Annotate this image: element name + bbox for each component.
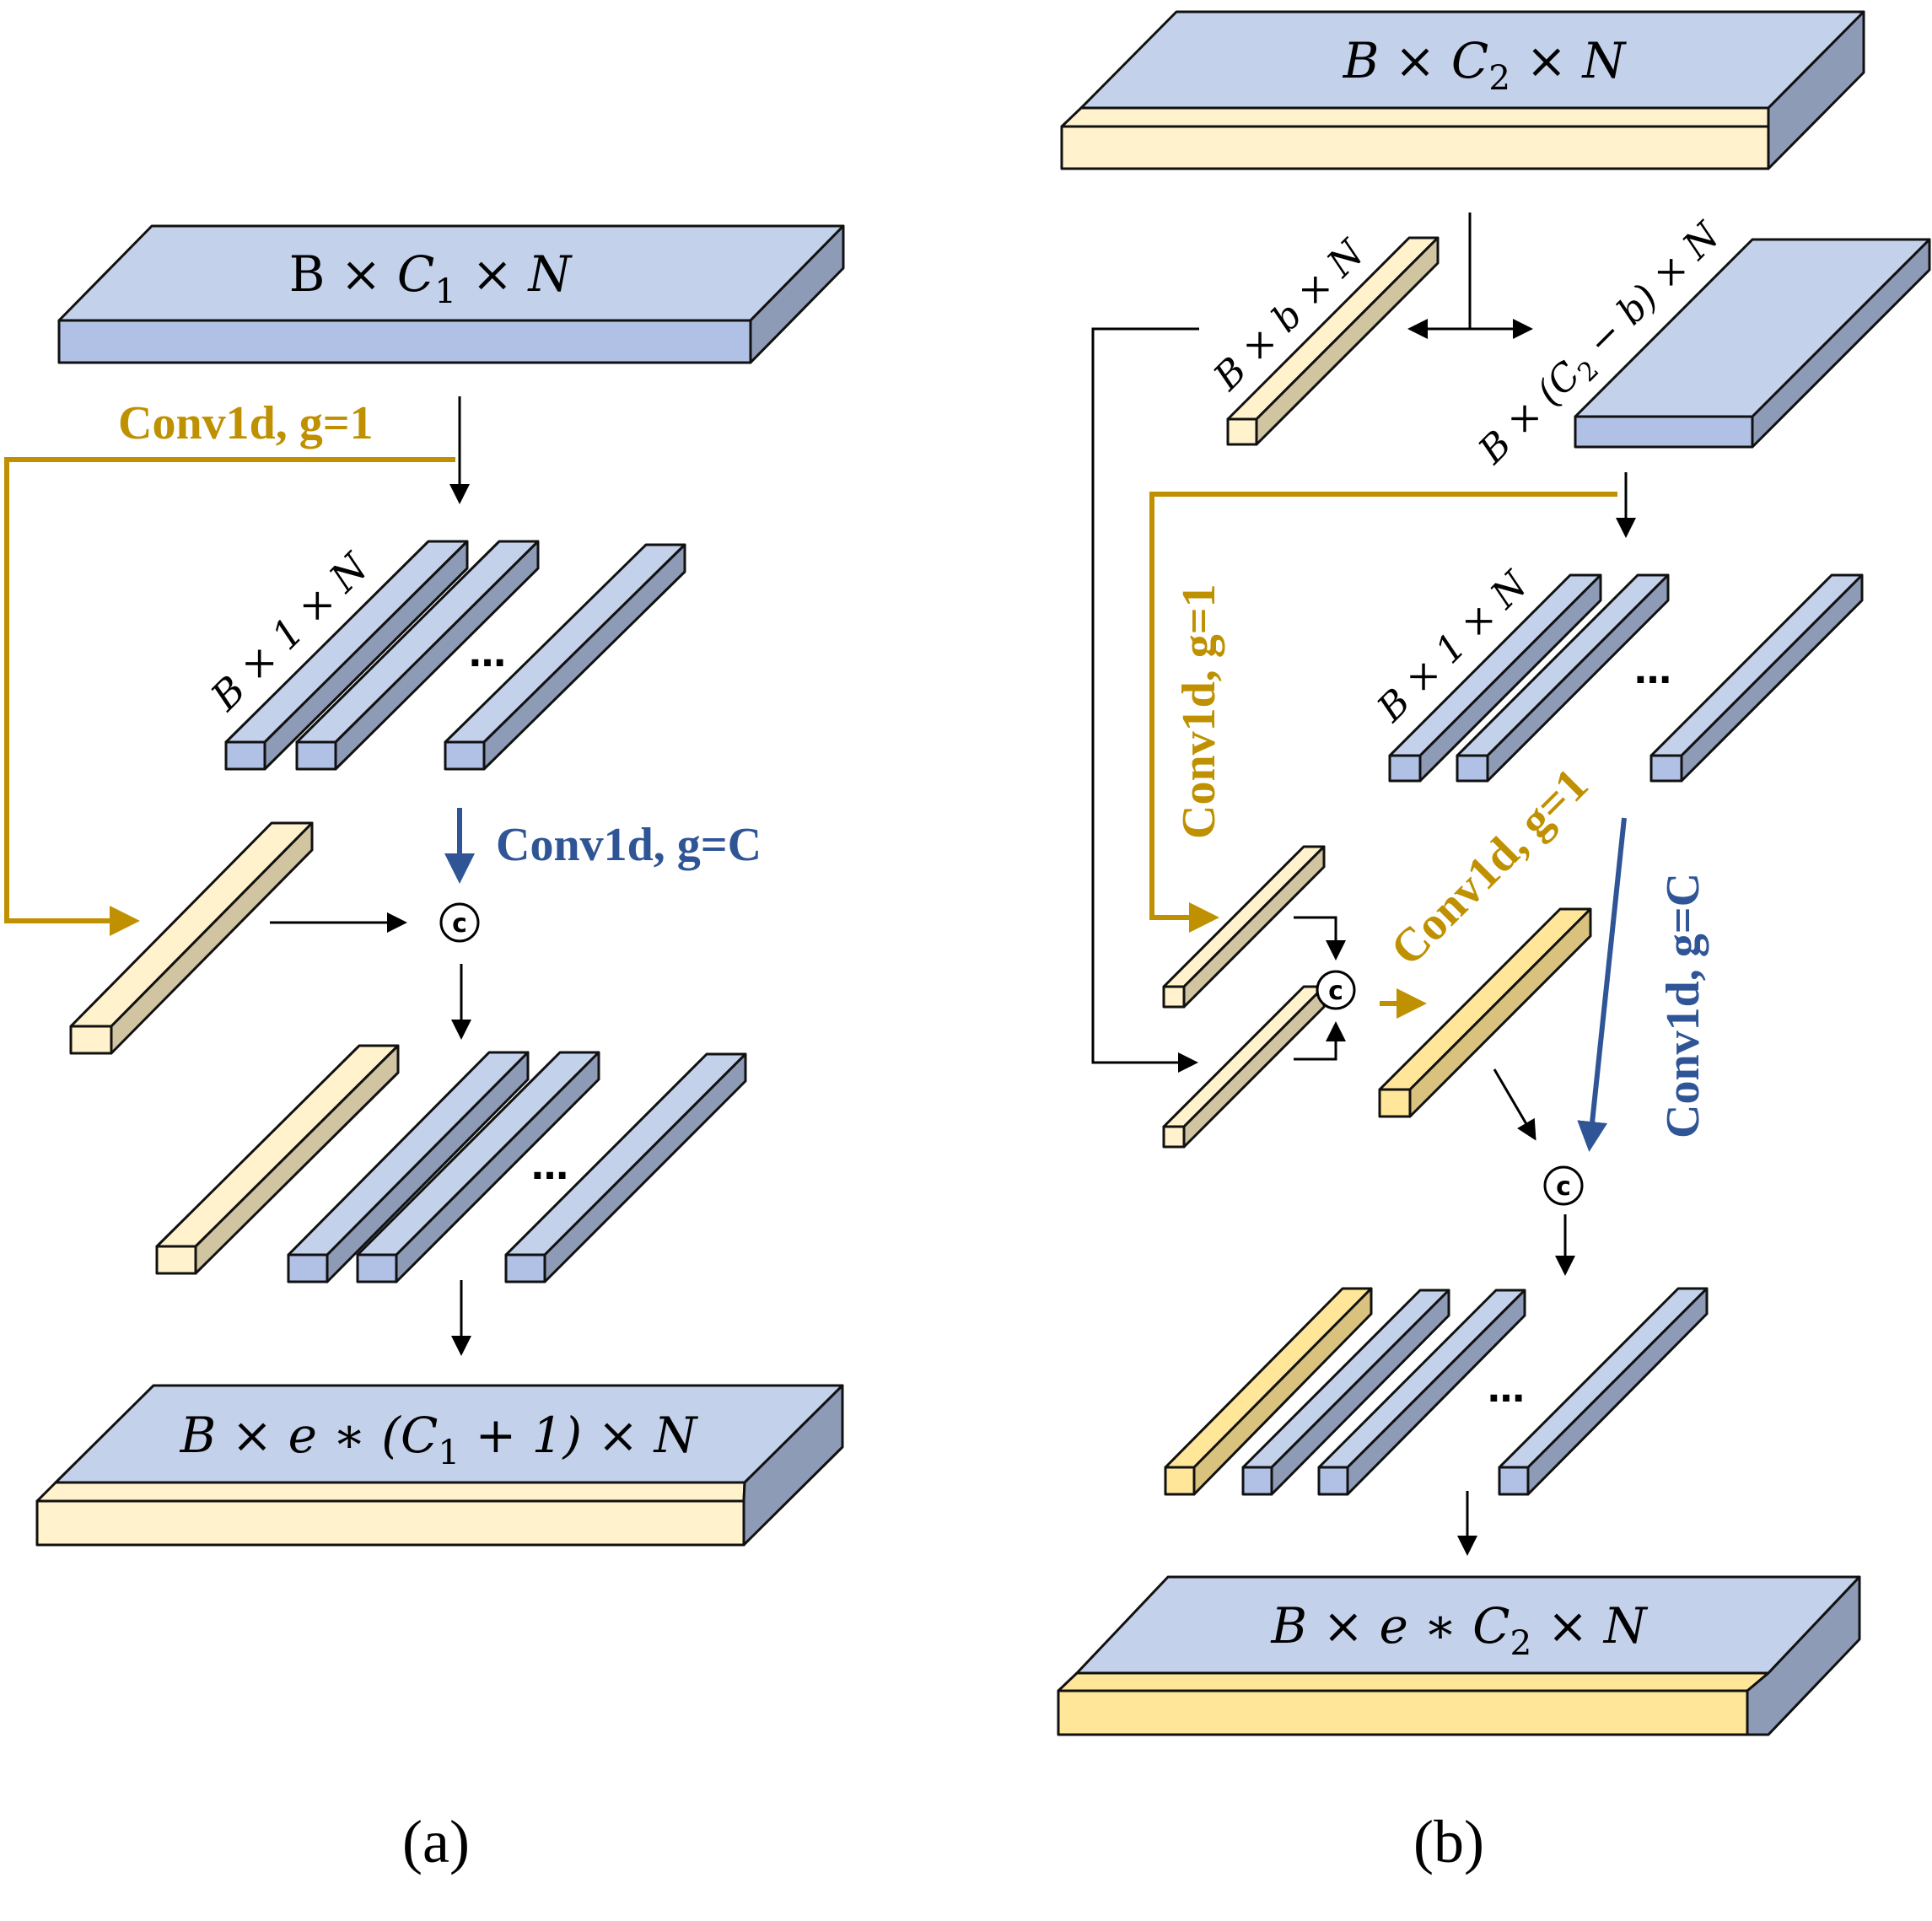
concat-bar-blue [356, 1051, 600, 1283]
arrow-b-concat-bottom [1294, 1021, 1346, 1061]
output-tensor-a [35, 1384, 844, 1547]
conv-g1-path-a [4, 457, 455, 936]
concat-bar-blue [287, 1051, 530, 1283]
cream-bar-a [69, 821, 314, 1055]
small-bar-lower [1162, 985, 1326, 1149]
slice-bar [1649, 573, 1864, 783]
concat-bar-blue [1317, 1289, 1526, 1496]
concat-bar-blue [504, 1052, 747, 1283]
svg-text:c: c [1556, 1172, 1571, 1202]
slice-bars-b [1388, 573, 1864, 783]
small-bar-upper [1162, 845, 1326, 1009]
slice-bars-a [224, 540, 686, 771]
concat-bar-blue [1498, 1287, 1709, 1496]
concat-bar-yellow [1164, 1287, 1373, 1496]
ellipsis-a-1: … [469, 632, 506, 675]
split-large-b [1574, 238, 1931, 449]
output-tensor-b [1057, 1575, 1861, 1736]
caption-b: (b) [1413, 1808, 1484, 1875]
concat-node-b-2: c [1543, 1165, 1584, 1206]
concat-bars-b [1164, 1287, 1709, 1496]
slice-bar [444, 543, 686, 771]
slice-bar [224, 540, 469, 771]
output-tensor-b-label: B × e ∗ C2 × N [1270, 1597, 1648, 1663]
conv-g1-path-b [1149, 492, 1617, 933]
arrow-b-concat-top [1294, 916, 1346, 960]
conv-g1-label-a: Conv1d, g=1 [118, 397, 374, 449]
input-tensor-b-label: B × C2 × N [1343, 32, 1628, 98]
conv-gc-label-a: Conv1d, g=C [496, 819, 761, 871]
conv-gc-vertical-label-b: Conv1d, g=C [1657, 873, 1709, 1138]
conv-gc-arrow-b [1577, 817, 1627, 1152]
slice-bar [1456, 573, 1670, 783]
caption-a: (a) [402, 1808, 470, 1875]
small-bars-b [1162, 845, 1326, 1149]
arrow-b-2 [1493, 1068, 1536, 1141]
input-tensor-a-label: B × C1 × N [289, 245, 573, 311]
panel-a: B × C1 × N Conv1d, g=1 B × 1 × [4, 224, 845, 1875]
concat-bars-a [155, 1044, 747, 1283]
ellipsis-b-1: … [1634, 649, 1671, 692]
input-tensor-b [1060, 10, 1865, 170]
bypass-path-b [1091, 327, 1199, 1073]
input-tensor-a [57, 224, 845, 364]
svg-text:c: c [452, 909, 467, 939]
slice-bar [295, 540, 540, 771]
slice-bar [1388, 573, 1602, 783]
concat-bar-blue [1241, 1289, 1450, 1496]
concat-bar-cream [155, 1044, 400, 1275]
conv-g1-vertical-label-b: Conv1d, g=1 [1173, 584, 1225, 839]
panel-b: B × C2 × N B × b × N B × (C2 − b) × N Co… [1057, 10, 1931, 1875]
split-small-b [1226, 236, 1440, 446]
svg-text:c: c [1328, 977, 1343, 1006]
ellipsis-a-2: … [531, 1145, 568, 1188]
concat-node-a: c [439, 902, 480, 943]
yellow-bar-b [1378, 907, 1592, 1118]
ellipsis-b-2: … [1488, 1368, 1525, 1411]
output-tensor-a-label: B × e ∗ (C1 + 1) × N [180, 1407, 699, 1472]
concat-node-b-1: c [1316, 970, 1356, 1010]
